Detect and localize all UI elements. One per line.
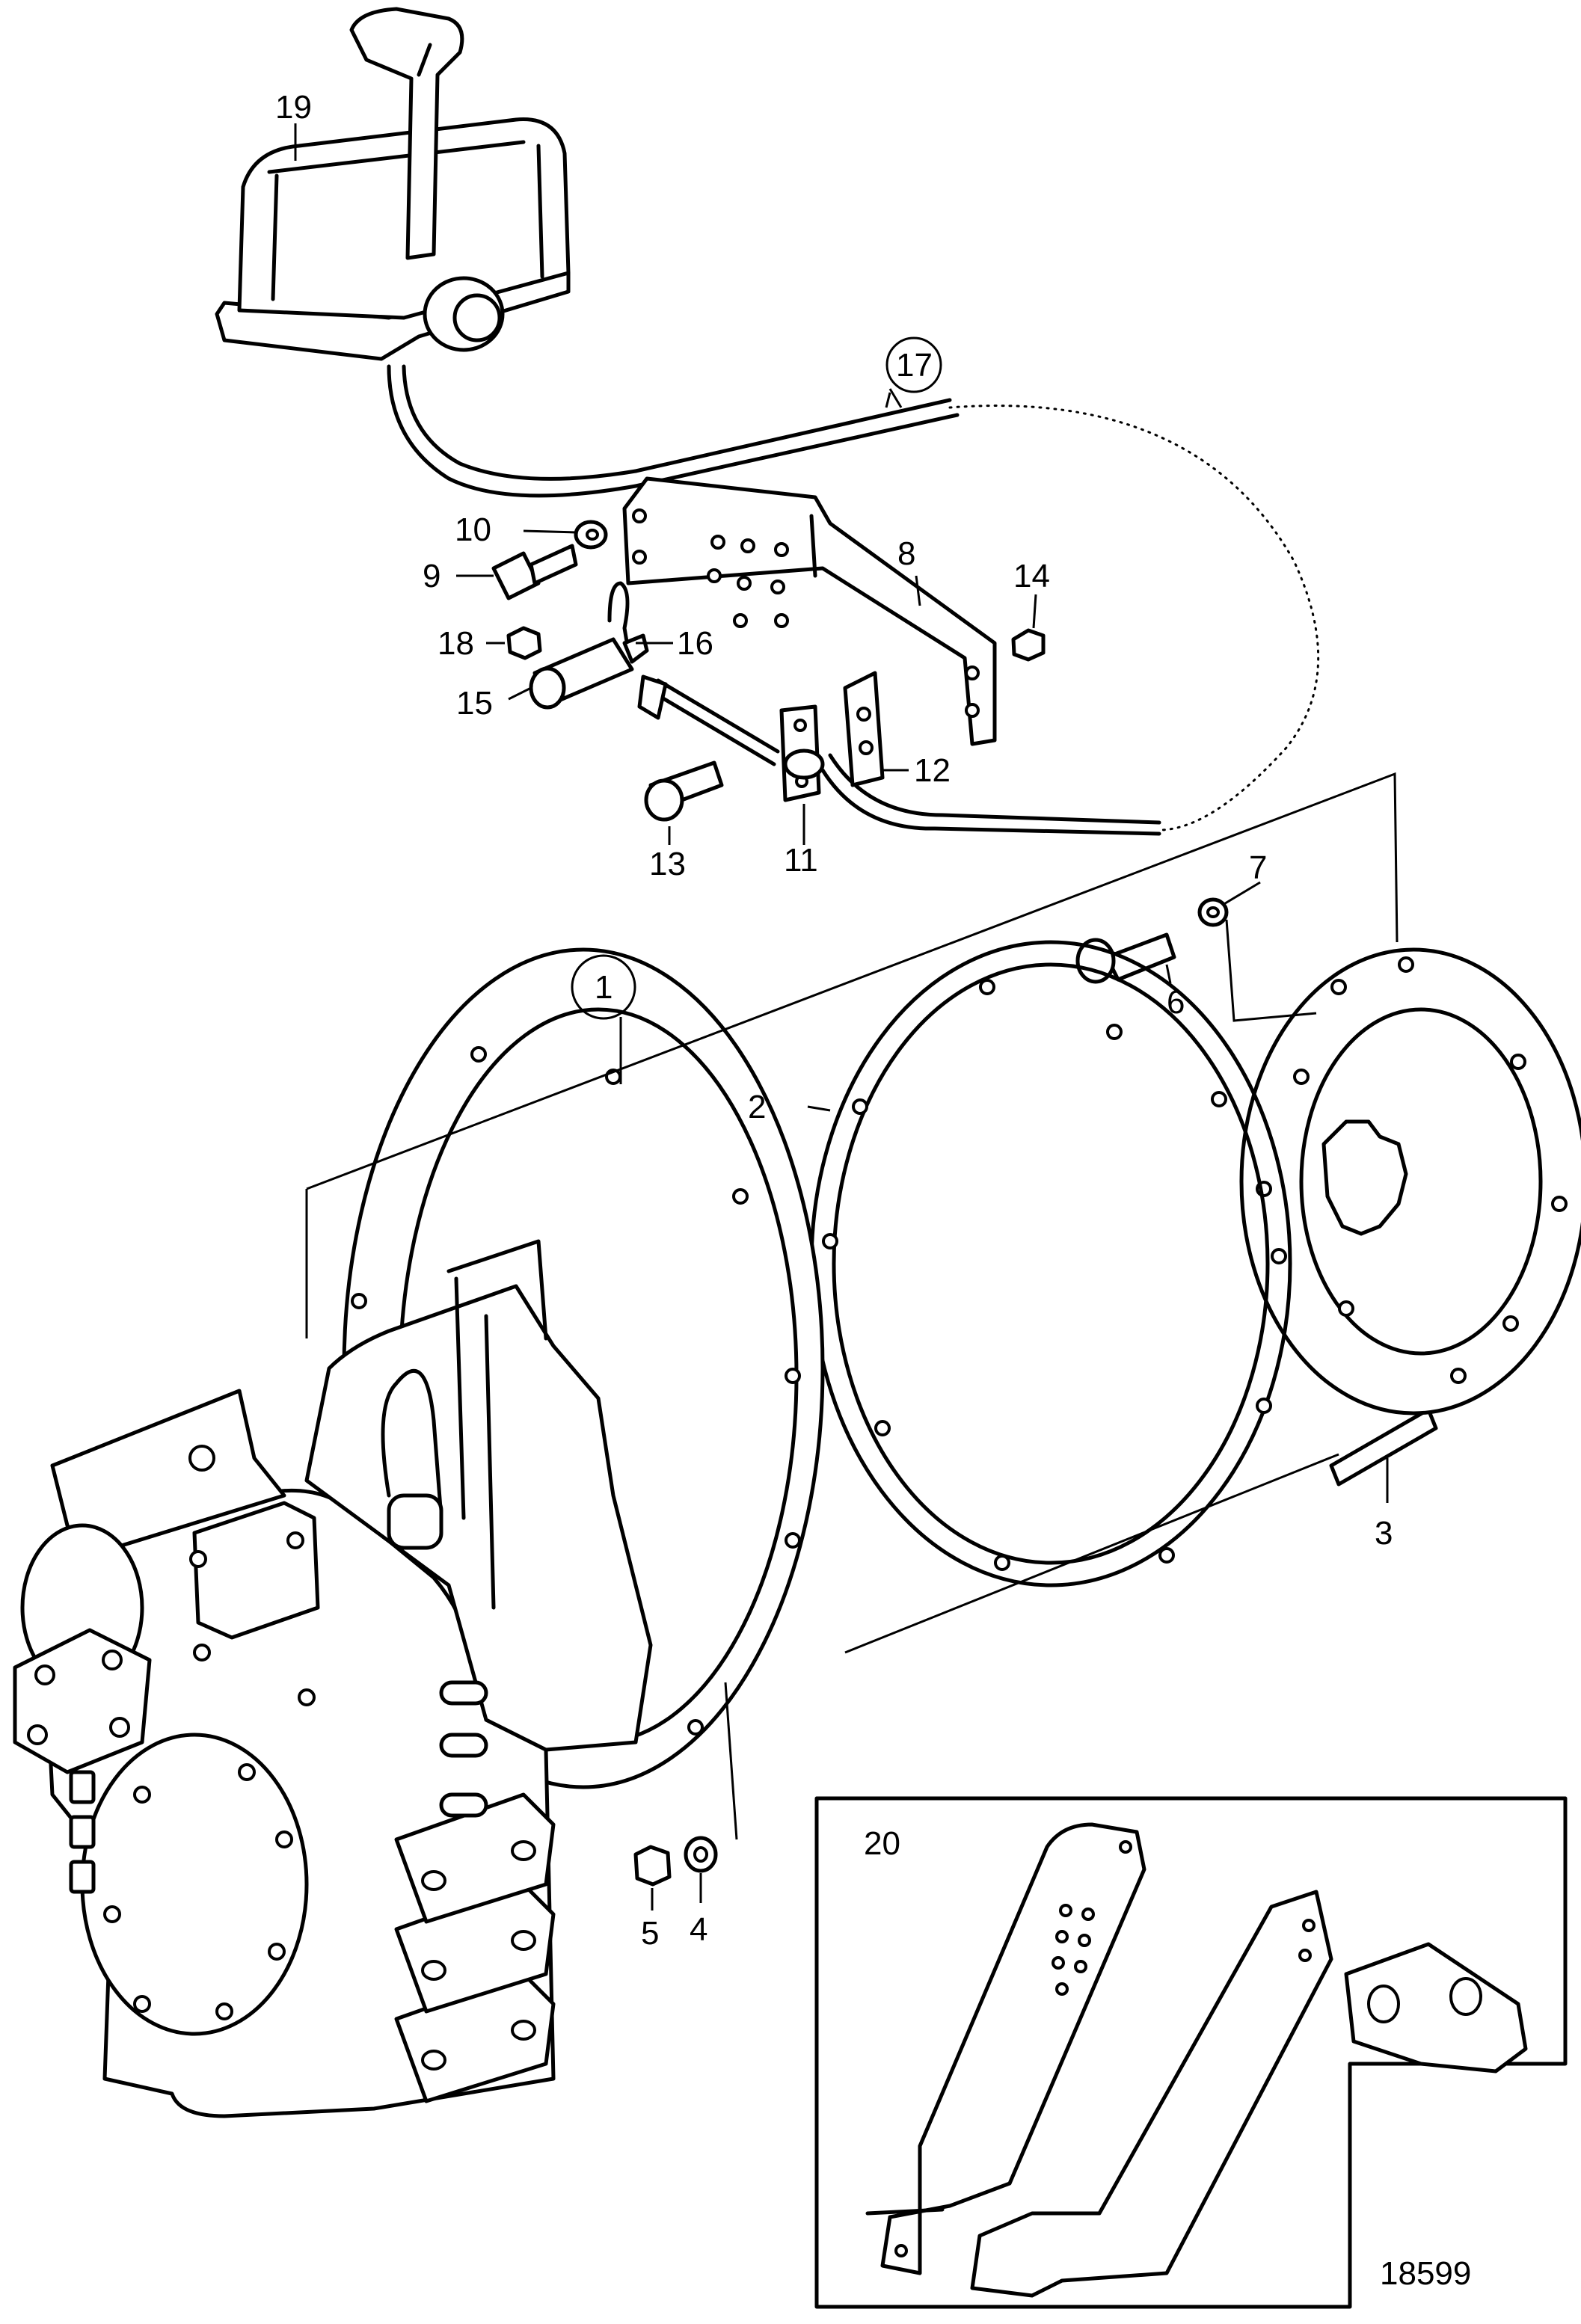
callout-label-1: 1 bbox=[595, 969, 613, 1006]
callout-label-12: 12 bbox=[914, 752, 951, 789]
callout-label-20: 20 bbox=[864, 1825, 900, 1862]
callout-label-17: 17 bbox=[896, 347, 933, 384]
reverse-gear-housing bbox=[13, 947, 825, 2118]
callout-label-18: 18 bbox=[438, 625, 474, 662]
callout-label-14: 14 bbox=[1013, 558, 1050, 594]
callout-label-2: 2 bbox=[748, 1089, 766, 1125]
callout-label-19: 19 bbox=[275, 89, 312, 126]
callout-circle-1 bbox=[571, 954, 636, 1020]
callout-label-7: 7 bbox=[1249, 849, 1267, 886]
control-cable bbox=[633, 392, 1320, 836]
callout-leaders bbox=[294, 123, 1389, 1910]
callout-label-15: 15 bbox=[456, 685, 493, 722]
callout-label-6: 6 bbox=[1167, 984, 1185, 1021]
cable-bracket bbox=[607, 476, 997, 802]
assembly-outline bbox=[305, 772, 1399, 1840]
bracket-kit-inset bbox=[814, 1796, 1568, 2309]
callout-label-5: 5 bbox=[641, 1915, 659, 1952]
callout-label-11: 11 bbox=[784, 842, 818, 879]
callout-label-10: 10 bbox=[455, 511, 491, 548]
flexible-coupling-plate bbox=[1239, 947, 1581, 1415]
figure-number: 18599 bbox=[1380, 2255, 1471, 2292]
callout-label-13: 13 bbox=[649, 846, 686, 882]
callout-label-8: 8 bbox=[897, 535, 915, 572]
callout-label-16: 16 bbox=[677, 625, 713, 662]
callout-label-4: 4 bbox=[690, 1911, 707, 1948]
gasket-ring bbox=[809, 940, 1292, 1587]
callout-circle-17 bbox=[885, 336, 942, 393]
callout-label-3: 3 bbox=[1375, 1515, 1393, 1552]
fasteners bbox=[491, 520, 1438, 1887]
callout-label-9: 9 bbox=[423, 558, 440, 594]
control-lever-assembly bbox=[215, 7, 638, 498]
